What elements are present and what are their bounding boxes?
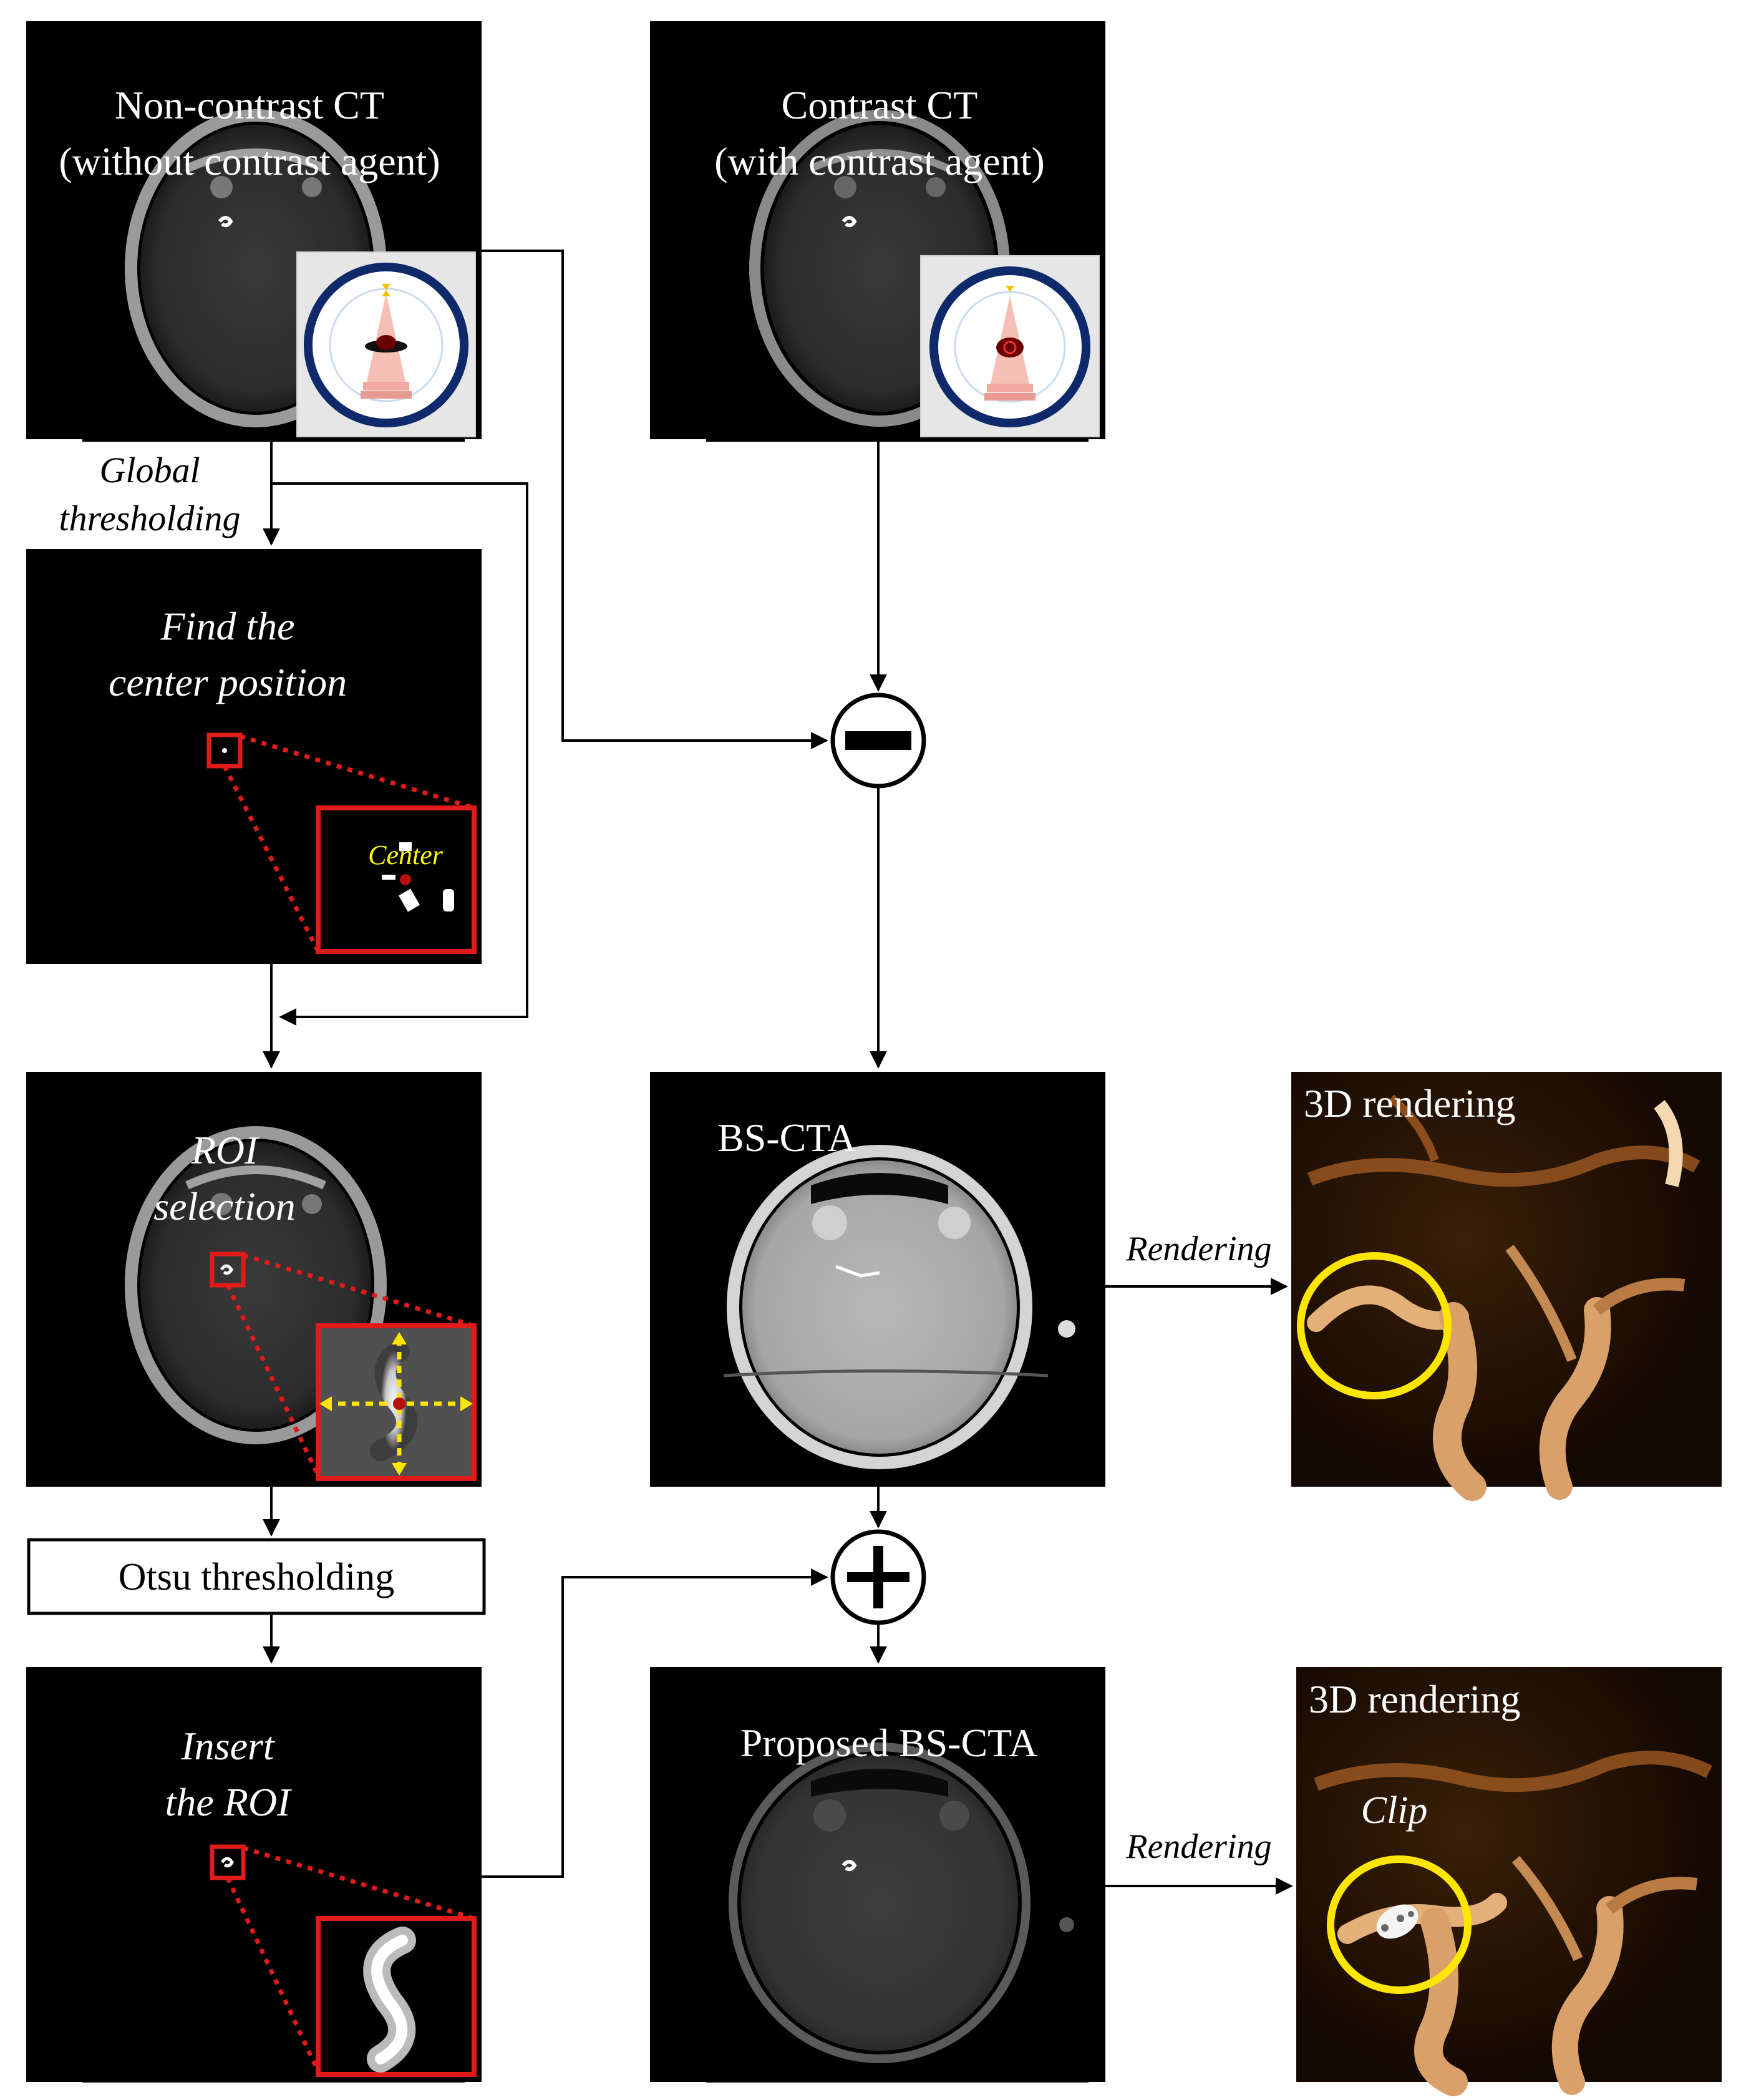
- noncontrast-title-line2: (without contrast agent): [59, 139, 440, 183]
- rendering-panel-1: 3D rendering: [1291, 1072, 1722, 1501]
- proposed-bs-cta-panel: Proposed BS-CTA: [650, 1667, 1105, 2085]
- global-thresholding-label-line1: Global: [99, 450, 200, 490]
- rendering-panel-2: 3D rendering Clip: [1296, 1667, 1722, 2096]
- contrast-title-line1: Contrast CT: [782, 83, 978, 127]
- render2-label: 3D rendering: [1309, 1677, 1520, 1721]
- center-title-line1: Find the: [160, 604, 294, 648]
- roi-selection-panel: ROI selection: [26, 1072, 482, 1489]
- proposed-label: Proposed BS-CTA: [740, 1721, 1038, 1765]
- center-title-line2: center position: [109, 660, 347, 704]
- noncontrast-title-line1: Non-contrast CT: [115, 83, 384, 127]
- insert-title-line2: the ROI: [165, 1780, 293, 1824]
- contrast-ct-panel: Contrast CT (with contrast agent): [649, 20, 1105, 444]
- center-inset: [316, 805, 477, 954]
- otsu-label: Otsu thresholding: [119, 1556, 395, 1598]
- highlight-circle: [1327, 1855, 1472, 1994]
- contrast-title-line2: (with contrast agent): [714, 139, 1045, 183]
- global-thresholding-label-line2: thresholding: [59, 498, 240, 538]
- insert-roi-panel: Insert the ROI: [26, 1667, 482, 2085]
- clip-label: Clip: [1361, 1789, 1428, 1832]
- otsu-thresholding-box: Otsu thresholding: [27, 1538, 486, 1615]
- roi-title-line1: ROI: [191, 1128, 259, 1172]
- rendering-label-1: Rendering: [1125, 1230, 1271, 1268]
- ct-scanner-icon: [920, 255, 1100, 437]
- insert-title-line1: Insert: [180, 1724, 276, 1768]
- roi-title-line2: selection: [153, 1184, 295, 1228]
- noncontrast-ct-panel: Non-contrast CT (without contrast agent): [25, 20, 482, 444]
- highlight-circle: [1297, 1252, 1452, 1399]
- ct-scanner-icon: [296, 251, 476, 437]
- connectors: [263, 250, 1293, 1895]
- find-center-panel: Find the center position Center: [26, 549, 482, 965]
- bs-cta-panel: BS-CTA: [650, 1072, 1105, 1489]
- bs-cta-label: BS-CTA: [717, 1116, 856, 1160]
- subtract-operator: [830, 693, 926, 789]
- render1-label: 3D rendering: [1304, 1081, 1515, 1125]
- rendering-label-2: Rendering: [1125, 1827, 1271, 1866]
- add-operator: [830, 1529, 926, 1625]
